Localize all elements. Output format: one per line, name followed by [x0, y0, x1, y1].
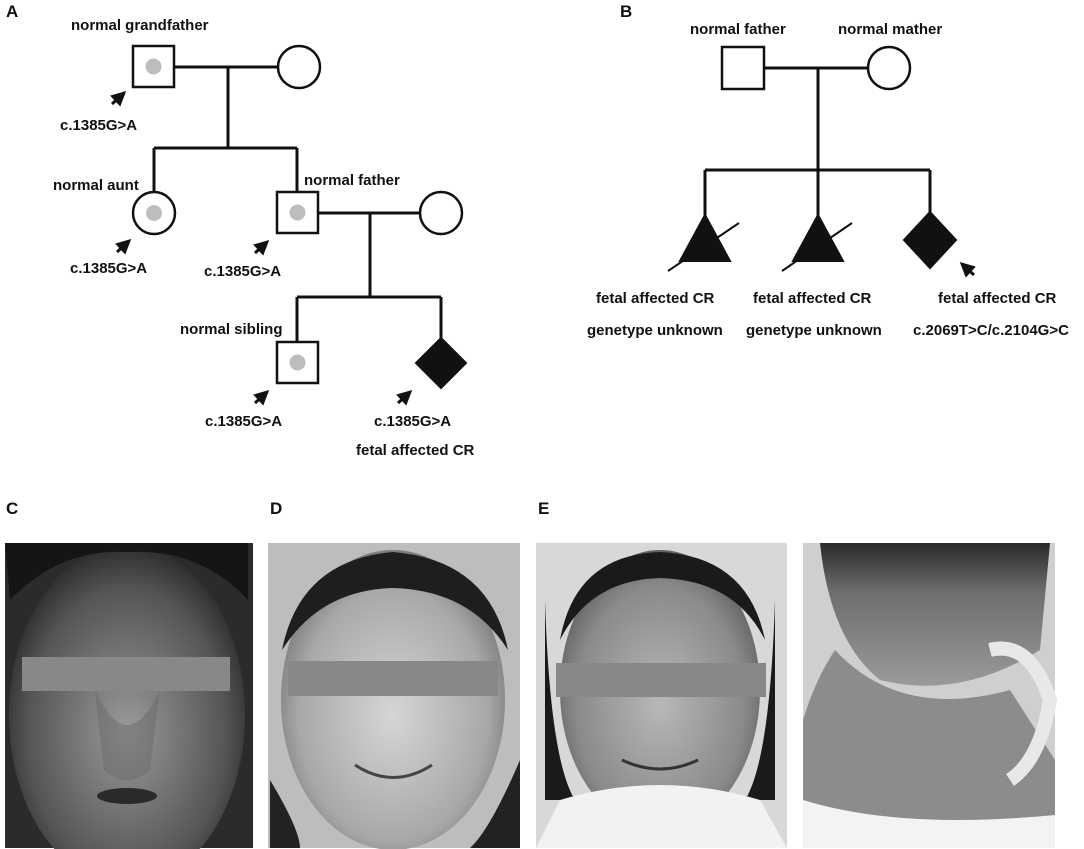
- photo-e-face: [536, 543, 787, 848]
- fetus2-status: fetal affected CR: [753, 290, 872, 307]
- arrow: [253, 389, 270, 406]
- carrier-dot: [289, 204, 306, 221]
- eye-mask-bar: [556, 663, 766, 697]
- grandfather-symbol: [131, 44, 176, 89]
- sibling-variant: c.1385G>A: [205, 413, 282, 430]
- father-symbol: [720, 45, 766, 91]
- affected-fetus-diamond: [414, 336, 468, 390]
- fetus-variant: c.1385G>A: [374, 413, 451, 430]
- proband-arrow: [959, 261, 976, 278]
- fetus2-genotype: genetype unknown: [746, 322, 882, 339]
- eye-mask-bar: [288, 661, 498, 696]
- sibling-label: normal sibling: [180, 321, 283, 338]
- panel-label-b: B: [620, 2, 632, 21]
- fetus-status: fetal affected CR: [356, 442, 475, 459]
- fetus3-diamond: [902, 210, 958, 270]
- deceased-slash: [781, 222, 853, 272]
- grandfather-label: normal grandfather: [71, 17, 209, 34]
- fetus3-status: fetal affected CR: [938, 290, 1057, 307]
- photo-d: [268, 543, 520, 849]
- mother-symbol: [418, 190, 464, 236]
- arrow: [115, 238, 132, 255]
- carrier-dot: [289, 354, 306, 371]
- aunt-label: normal aunt: [53, 177, 139, 194]
- carrier-dot: [145, 58, 162, 75]
- pedigree-b: [667, 45, 976, 278]
- photo-e-neck: [803, 543, 1058, 848]
- father-label: normal father: [304, 172, 400, 189]
- deceased-slash: [667, 222, 740, 272]
- fetus1-status: fetal affected CR: [596, 290, 715, 307]
- arrow: [253, 239, 270, 256]
- father-b-label: normal father: [690, 21, 786, 38]
- grandfather-variant: c.1385G>A: [60, 117, 137, 134]
- grandmother-symbol: [276, 44, 322, 90]
- panel-label-d: D: [270, 499, 282, 518]
- panel-label-a: A: [6, 2, 18, 21]
- fetus1-genotype: genetype unknown: [587, 322, 723, 339]
- fetus2-triangle: [791, 212, 845, 262]
- panel-label-e: E: [538, 499, 549, 518]
- mother-symbol: [866, 45, 912, 91]
- father-variant: c.1385G>A: [204, 263, 281, 280]
- aunt-variant: c.1385G>A: [70, 260, 147, 277]
- carrier-dot: [146, 205, 162, 221]
- fetus1-triangle: [678, 212, 732, 262]
- pedigree-a-gen1: [131, 44, 322, 148]
- mother-b-label: normal mather: [838, 21, 942, 38]
- fetus3-genotype: c.2069T>C/c.2104G>C: [913, 322, 1069, 339]
- eye-mask-bar: [22, 657, 230, 691]
- panel-label-c: C: [6, 499, 18, 518]
- proband-arrow: [110, 90, 127, 107]
- photo-c: [5, 543, 253, 849]
- proband-arrow: [396, 389, 413, 406]
